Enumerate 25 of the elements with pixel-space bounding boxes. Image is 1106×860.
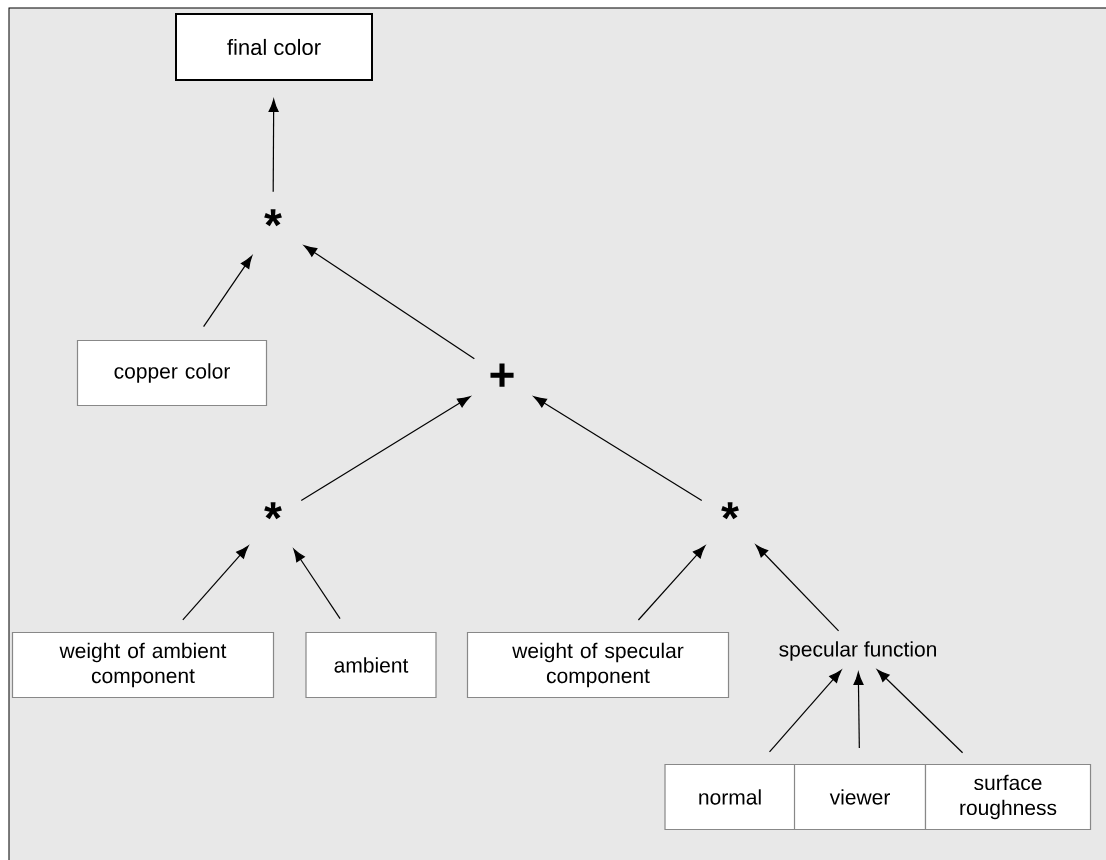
arrow	[533, 396, 703, 502]
function-label: specular function	[779, 641, 936, 661]
input-box: copper color	[76, 339, 268, 407]
arrow	[768, 669, 842, 753]
arrow	[637, 545, 706, 621]
arrow	[300, 396, 471, 502]
arrow	[203, 255, 253, 328]
arrow	[303, 245, 475, 360]
arrow	[268, 98, 279, 193]
input-box: viewer	[793, 763, 927, 831]
arrow	[293, 548, 341, 620]
input-box: weight of specular component	[466, 631, 730, 699]
arrow	[755, 544, 840, 632]
arrow	[853, 671, 864, 749]
input-box: surface roughness	[924, 763, 1092, 831]
operator-symbol: *	[264, 209, 282, 227]
input-box: weight of ambient component	[11, 631, 275, 699]
input-box: ambient	[305, 631, 437, 699]
operator-symbol: +	[490, 363, 514, 387]
arrow	[182, 545, 249, 621]
input-box: normal	[664, 763, 796, 831]
operator-symbol: *	[264, 502, 282, 520]
arrow	[876, 669, 964, 754]
operator-symbol: *	[721, 502, 739, 520]
result-box: final color	[175, 13, 373, 81]
